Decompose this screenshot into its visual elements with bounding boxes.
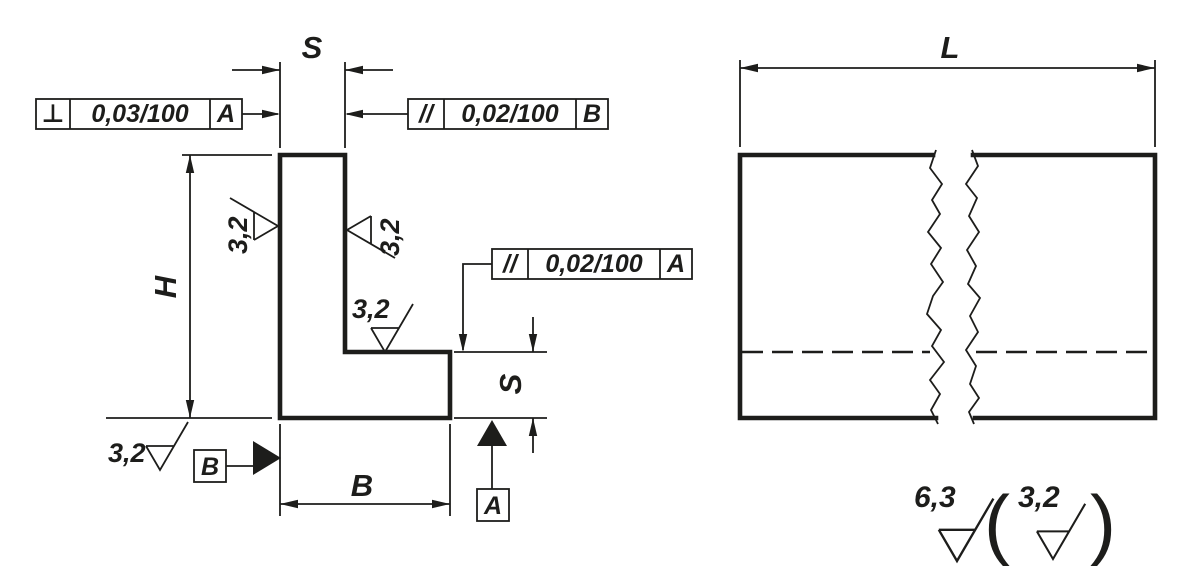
arrowhead-icon — [528, 334, 538, 352]
roughness-value: 3,2 — [375, 218, 405, 256]
datum-box — [476, 488, 510, 522]
perpendicularity-icon: ⊥ — [42, 100, 65, 128]
roughness-value: 3,2 — [108, 438, 146, 468]
arrowhead-icon — [528, 418, 538, 436]
dim-label-s-right: S — [493, 373, 528, 394]
roughness-symbol-icon — [145, 421, 189, 472]
arrowhead-icon — [262, 65, 280, 75]
roughness-left-face: 3,2 — [223, 197, 280, 254]
dim-h: H — [106, 154, 272, 419]
finish-exception-value: 3,2 — [1018, 481, 1060, 514]
open-paren: ( — [984, 479, 1010, 567]
tolerance-frame-box — [491, 248, 693, 280]
frame-perpendicularity: ⊥ 0,03/100 A — [35, 98, 280, 130]
datum-a: A — [476, 420, 510, 522]
dim-l: L — [739, 30, 1156, 147]
l-profile-outline — [277, 152, 453, 421]
roughness-value: 3,2 — [352, 294, 390, 324]
roughness-symbol-icon — [1036, 503, 1087, 562]
roughness-symbol-icon — [345, 215, 396, 259]
datum-ref: A — [216, 100, 235, 128]
tolerance-value: 0,03/100 — [91, 100, 188, 128]
datum-triangle-icon — [477, 420, 507, 446]
dim-label-b: B — [351, 468, 373, 503]
bar-outline-left — [737, 152, 939, 421]
parallelism-icon: // — [502, 250, 520, 278]
roughness-bottom-face: 3,2 — [108, 421, 189, 472]
arrowhead-icon — [740, 63, 758, 73]
break-line — [925, 149, 946, 425]
arrowhead-icon — [262, 109, 280, 119]
front-view: S ⊥ 0,03/100 A // 0,02/100 B — [35, 30, 693, 522]
dim-label-l: L — [941, 30, 960, 65]
parallelism-icon: // — [418, 100, 436, 128]
roughness-value: 3,2 — [223, 216, 253, 254]
arrowhead-icon — [432, 499, 450, 509]
arrowhead-icon — [280, 499, 298, 509]
datum-ref: A — [666, 250, 685, 278]
datum-ref: B — [583, 100, 601, 128]
datum-b: B — [193, 441, 281, 483]
roughness-symbol-icon — [937, 498, 995, 564]
dim-label-h: H — [148, 275, 183, 298]
frame-parallelism-b: // 0,02/100 B — [345, 98, 609, 130]
side-view: L 6,3 ( 3,2 ) — [737, 30, 1158, 567]
datum-box — [193, 449, 227, 483]
arrowhead-icon — [345, 109, 363, 119]
dim-s-top: S — [232, 30, 393, 148]
roughness-symbol-icon — [229, 197, 280, 241]
datum-label-b: B — [201, 453, 219, 481]
arrowhead-icon — [1137, 63, 1155, 73]
tolerance-value: 0,02/100 — [461, 100, 558, 128]
datum-label-a: A — [483, 492, 502, 520]
dim-s-right: S — [454, 317, 547, 453]
dim-label-s-top: S — [302, 30, 323, 65]
roughness-step-face: 3,2 — [352, 294, 414, 354]
arrowhead-icon — [458, 334, 468, 352]
dim-b: B — [279, 424, 451, 516]
tolerance-value: 0,02/100 — [545, 250, 642, 278]
roughness-inner-face: 3,2 — [345, 215, 405, 259]
finish-general-value: 6,3 — [914, 481, 956, 514]
arrowhead-icon — [185, 155, 195, 173]
arrowhead-icon — [345, 65, 363, 75]
leader-line — [462, 263, 492, 350]
surface-finish-note: 6,3 ( 3,2 ) — [914, 479, 1116, 567]
tolerance-frame-box — [407, 98, 609, 130]
arrowhead-icon — [185, 400, 195, 418]
bar-outline-right — [970, 152, 1158, 421]
roughness-symbol-icon — [370, 303, 414, 354]
datum-triangle-icon — [253, 441, 281, 475]
frame-parallelism-a: // 0,02/100 A — [458, 248, 693, 352]
close-paren: ) — [1090, 479, 1116, 567]
break-line — [964, 149, 982, 425]
